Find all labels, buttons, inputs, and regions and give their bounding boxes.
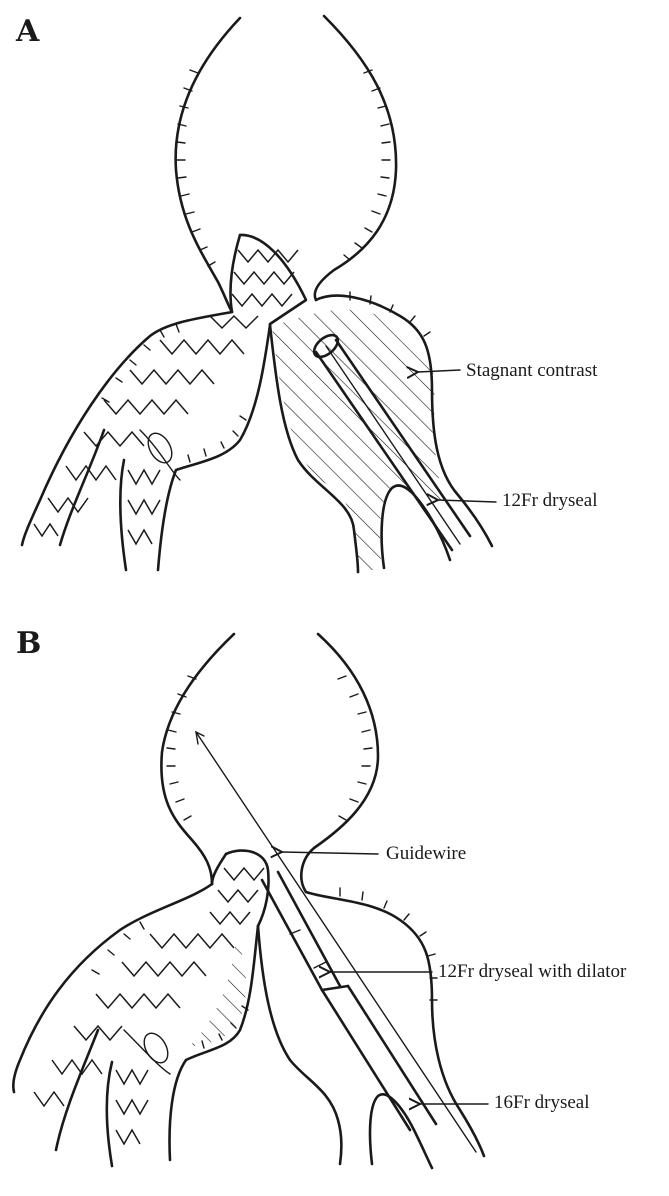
right-iliac-outer-b: [306, 892, 484, 1156]
arrow-guidewire: [282, 852, 378, 854]
stent-graft-b: [34, 851, 269, 1150]
stagnant-contrast-fill: [272, 310, 444, 570]
right-iliac-inner-b: [258, 926, 341, 1164]
left-branch-a: [120, 460, 126, 570]
label-12fr-dryseal-dilator: 12Fr dryseal with dilator: [438, 961, 626, 983]
label-16fr-dryseal: 16Fr dryseal: [494, 1092, 590, 1114]
aorta-left-wall-b: [161, 634, 234, 884]
aorta-right-wall-a: [315, 16, 396, 300]
aorta-left-wall-a: [176, 18, 240, 312]
guidewire: [196, 732, 476, 1152]
panel-a-drawing: [22, 16, 496, 572]
left-branch-b: [107, 1062, 112, 1166]
panel-a-letter: A: [16, 14, 39, 49]
left-iliac-inner-b: [170, 926, 258, 1160]
panel-b-drawing: [13, 634, 488, 1168]
label-stagnant-contrast: Stagnant contrast: [466, 360, 597, 382]
panel-b-letter: B: [16, 626, 41, 661]
left-iliac-outer-b: [13, 884, 212, 1092]
aorta-wall-ticks-b: [167, 676, 372, 820]
left-iliac-inner-a: [158, 325, 270, 570]
label-12fr-dryseal-a: 12Fr dryseal: [502, 490, 598, 512]
left-iliac-outer-a: [22, 312, 232, 545]
label-guidewire: Guidewire: [386, 843, 466, 865]
aorta-wall-ticks-a: [177, 70, 390, 266]
stent-graft-a: [34, 235, 306, 545]
